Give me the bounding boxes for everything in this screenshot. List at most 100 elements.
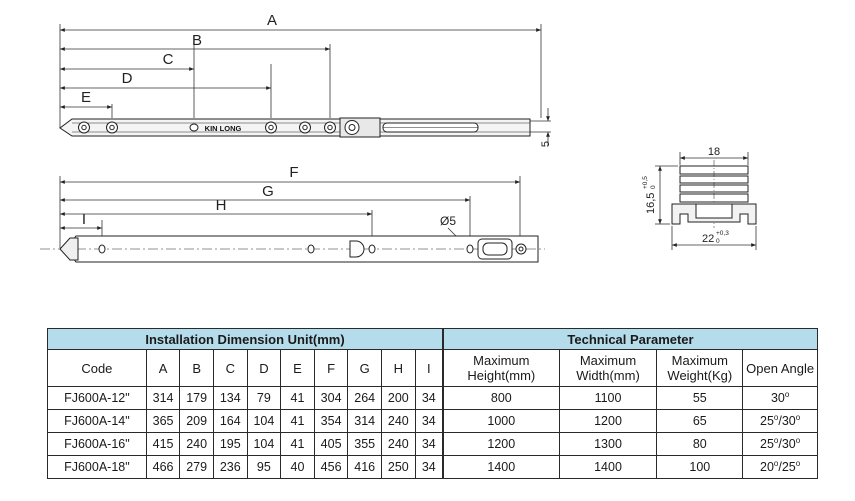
dimension-cell: 279 — [179, 455, 214, 479]
dimension-cell: 466 — [145, 455, 181, 479]
parameter-cell: 1200 — [443, 432, 560, 456]
col-header-B: B — [179, 349, 214, 387]
col-header-C: C — [212, 349, 248, 387]
dimension-cell: 456 — [313, 455, 349, 479]
product-code-cell: FJ600A-14" — [47, 409, 147, 433]
dimension-cell: 314 — [347, 409, 383, 433]
dimension-cell: 134 — [212, 386, 248, 410]
parameter-cell: 1200 — [558, 409, 658, 433]
col-header-code: Code — [47, 349, 147, 387]
dimension-cell: 41 — [280, 386, 315, 410]
col-header-I: I — [414, 349, 444, 387]
col-header-A: A — [145, 349, 181, 387]
side-view-arm — [40, 235, 545, 263]
parameter-cell: 55 — [656, 386, 744, 410]
dimension-cell: 34 — [414, 386, 444, 410]
dimension-cell: 34 — [414, 455, 444, 479]
parameter-cell: 1400 — [558, 455, 658, 479]
dimension-cell: 164 — [212, 409, 248, 433]
col-header-H: H — [381, 349, 416, 387]
top-view-dimensions — [59, 24, 551, 146]
dimension-cell: 240 — [381, 432, 416, 456]
specification-tables: Installation Dimension Unit(mm) Code A B… — [47, 328, 818, 479]
dimension-cell: 240 — [179, 432, 214, 456]
dimension-cell: 415 — [145, 432, 181, 456]
dimension-cell: 209 — [179, 409, 214, 433]
dimension-cell: 179 — [179, 386, 214, 410]
dimension-table-title: Installation Dimension Unit(mm) — [47, 328, 443, 350]
dimension-cell: 195 — [212, 432, 248, 456]
col-header-D: D — [246, 349, 282, 387]
parameter-cell: 1000 — [443, 409, 560, 433]
product-code-cell: FJ600A-12" — [47, 386, 147, 410]
label-I: I — [82, 211, 86, 228]
dimension-cell: 200 — [381, 386, 416, 410]
installation-dimension-table: Installation Dimension Unit(mm) Code A B… — [47, 328, 444, 479]
dimension-cell: 355 — [347, 432, 383, 456]
dimension-cell: 240 — [381, 409, 416, 433]
parameter-cell: 1100 — [558, 386, 658, 410]
open-angle-cell: 25o/30o — [742, 432, 818, 456]
label-F: F — [289, 164, 298, 181]
label-w18: 18 — [708, 146, 720, 158]
dimension-cell: 40 — [280, 455, 315, 479]
dimension-cell: 34 — [414, 432, 444, 456]
label-h16-tol-top: +0,5 — [642, 176, 649, 189]
dimension-cell: 95 — [246, 455, 282, 479]
label-phi5: Ø5 — [440, 214, 456, 228]
brand-mark: KIN LONG — [205, 124, 242, 133]
label-w22: 22 — [702, 233, 714, 245]
label-H: H — [216, 197, 227, 214]
dimension-cell: 104 — [246, 432, 282, 456]
open-angle-cell: 30o — [742, 386, 818, 410]
parameter-cell: 100 — [656, 455, 744, 479]
dimension-cell: 34 — [414, 409, 444, 433]
col-header-open-angle: Open Angle — [742, 349, 818, 387]
side-view-dimension-labels: F G H I Ø5 — [82, 164, 456, 228]
top-view-arm — [59, 117, 531, 138]
label-w22-tol-bottom: 0 — [716, 238, 720, 245]
dimension-cell: 416 — [347, 455, 383, 479]
label-h16-tol-bottom: 0 — [650, 185, 657, 189]
tech-table-title: Technical Parameter — [443, 328, 818, 350]
label-A: A — [267, 12, 277, 29]
label-five: 5 — [540, 141, 552, 147]
label-B: B — [192, 32, 202, 49]
product-code-cell: FJ600A-16" — [47, 432, 147, 456]
label-w22-tol-top: +0,3 — [716, 230, 729, 237]
dimension-cell: 304 — [313, 386, 349, 410]
open-angle-cell: 20o/25o — [742, 455, 818, 479]
dimension-cell: 79 — [246, 386, 282, 410]
side-view-dimensions — [59, 176, 521, 248]
dimension-cell: 354 — [313, 409, 349, 433]
dimension-cell: 250 — [381, 455, 416, 479]
parameter-cell: 80 — [656, 432, 744, 456]
label-D: D — [122, 70, 133, 87]
col-header-E: E — [280, 349, 315, 387]
dimension-cell: 405 — [313, 432, 349, 456]
parameter-cell: 1400 — [443, 455, 560, 479]
product-code-cell: FJ600A-18" — [47, 455, 147, 479]
dimension-cell: 365 — [145, 409, 181, 433]
col-header-G: G — [347, 349, 383, 387]
dimension-cell: 264 — [347, 386, 383, 410]
label-C: C — [163, 51, 174, 68]
open-angle-cell: 25o/30o — [742, 409, 818, 433]
parameter-cell: 1300 — [558, 432, 658, 456]
dimension-cell: 236 — [212, 455, 248, 479]
label-G: G — [262, 183, 274, 200]
dimension-table-header-row: Code A B C D E F G H I — [47, 349, 444, 387]
top-view-dimension-labels: A B C D E 5 — [81, 12, 552, 147]
